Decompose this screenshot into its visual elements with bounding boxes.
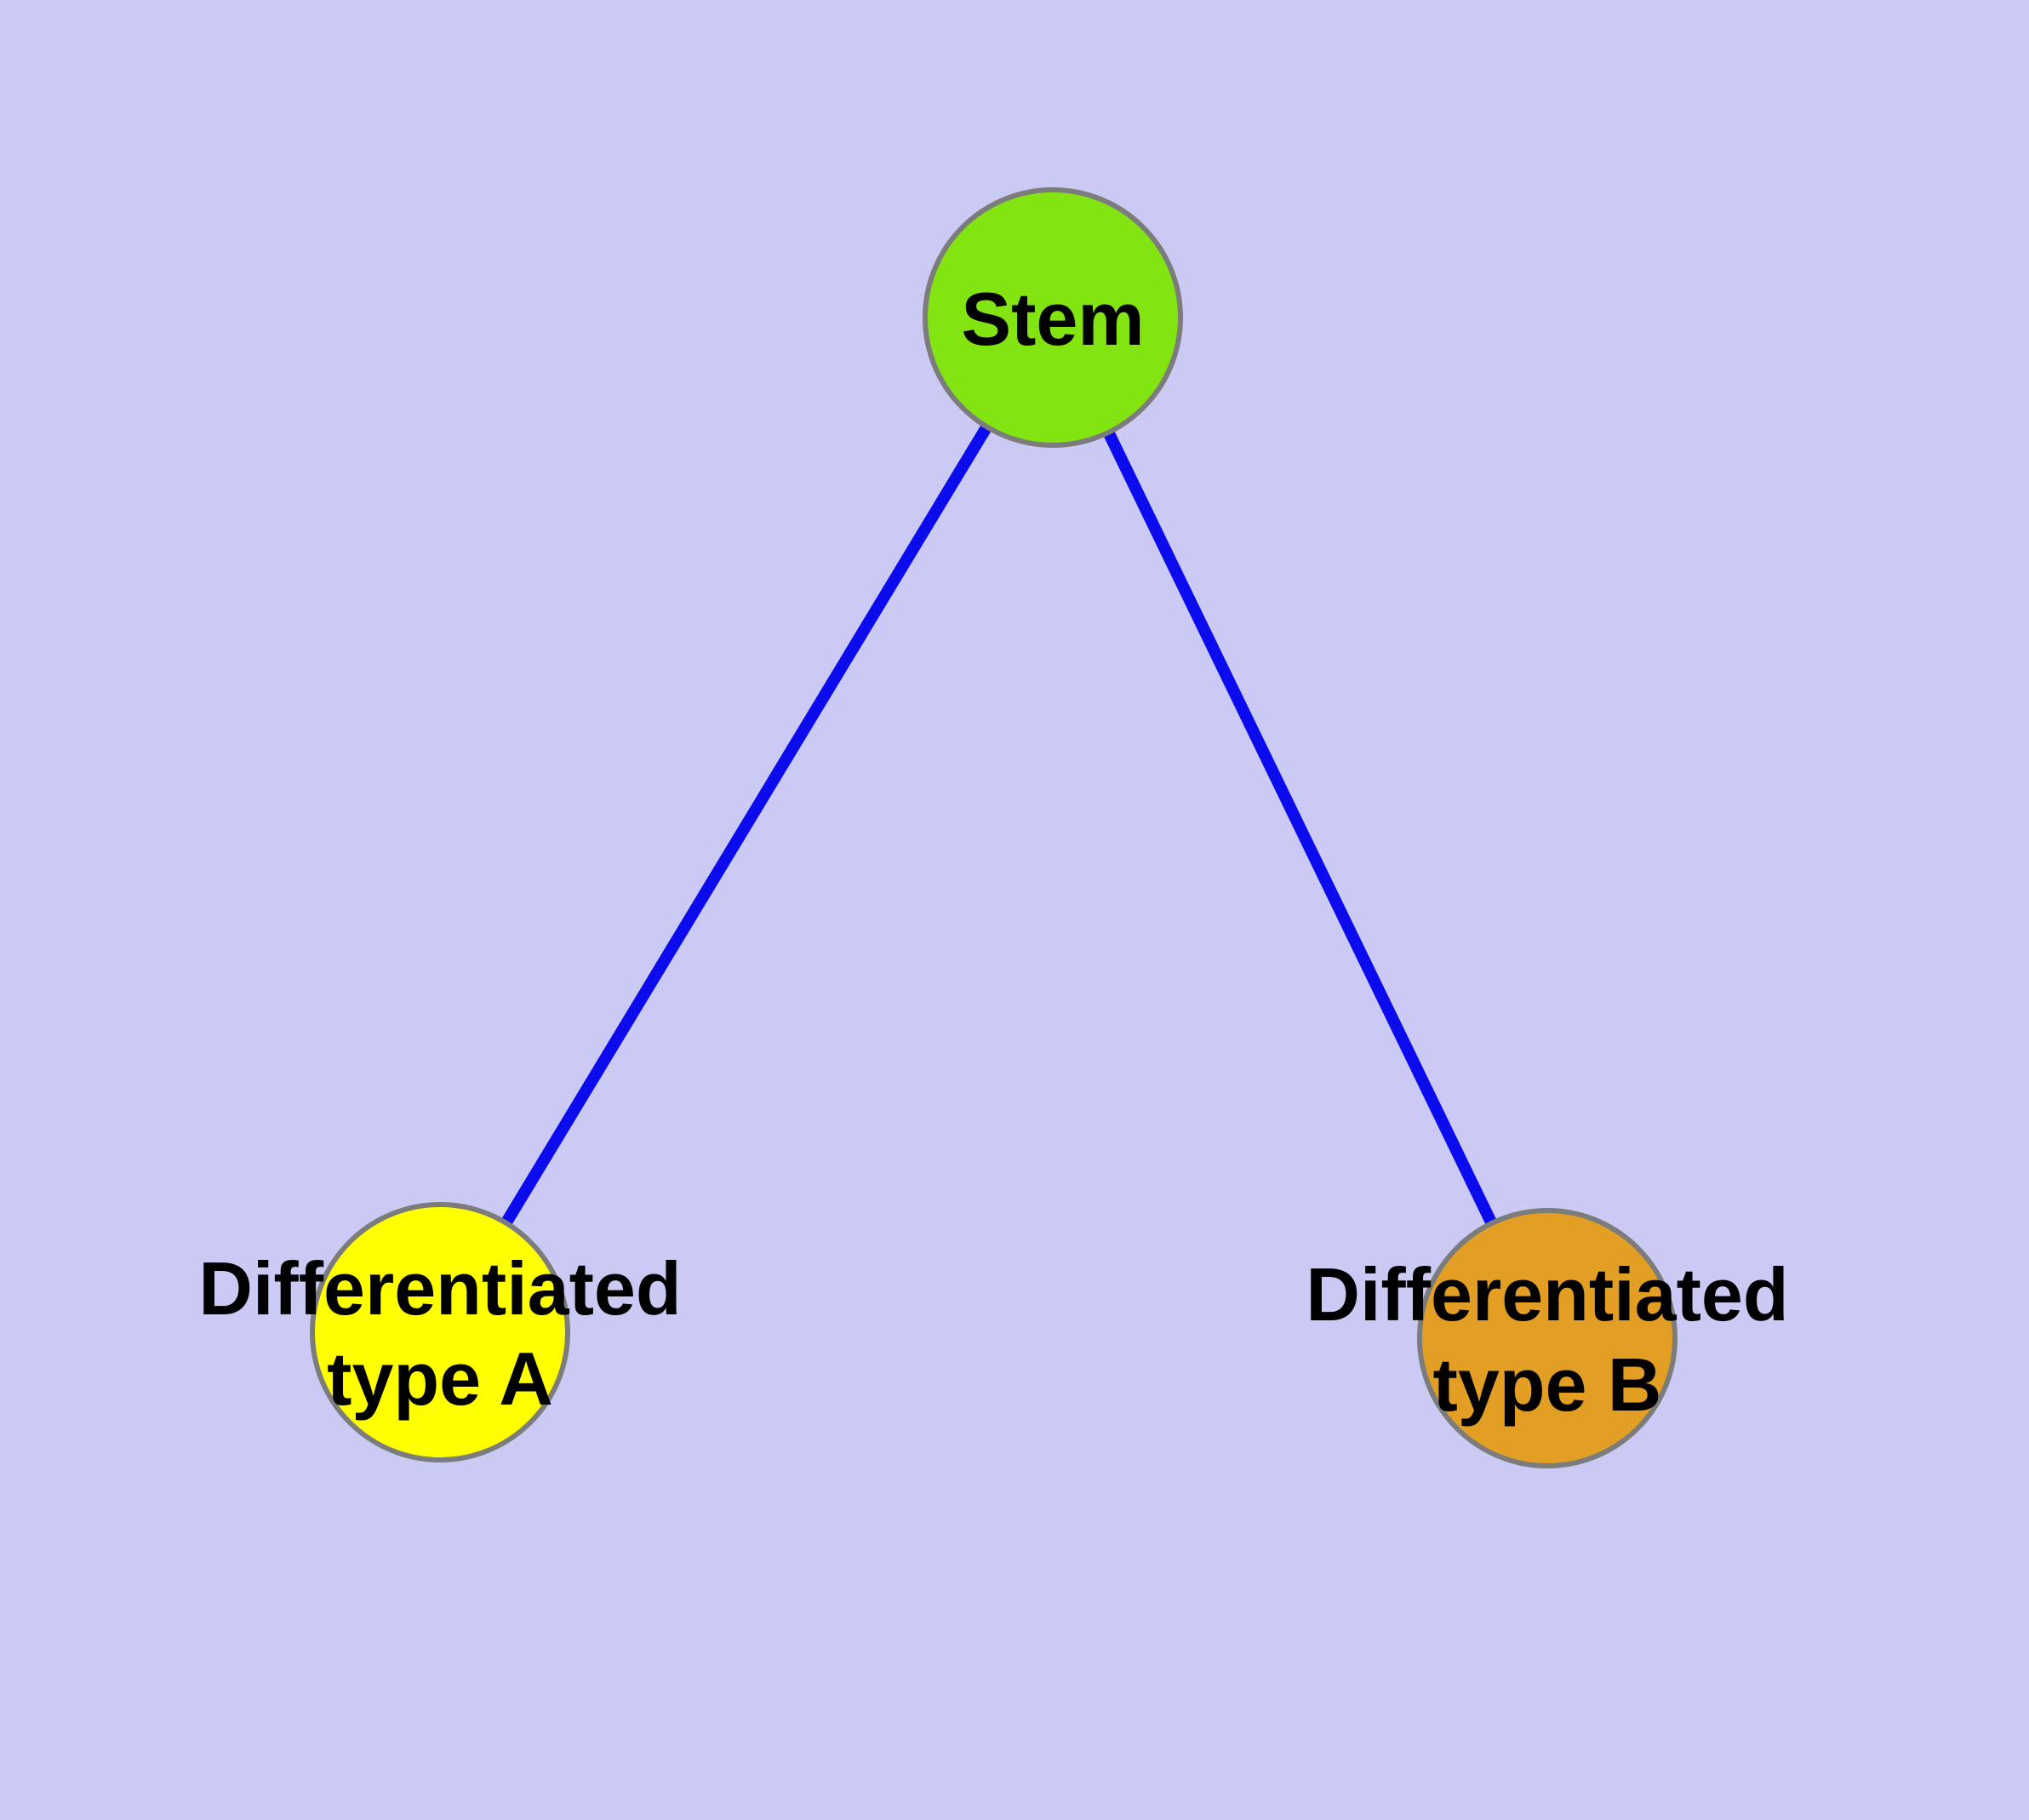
node-type-b-label-line-2: type B [1433,1342,1662,1427]
node-type-b-label-line-1: Differentiated [1306,1252,1788,1336]
edge-stem-to-type-b [1047,314,1553,1342]
node-differentiated-type-b[interactable] [1417,1208,1677,1468]
edge-stem-to-type-a [435,314,1058,1336]
node-type-a-label-line-1: Differentiated [198,1246,681,1331]
node-differentiated-type-a[interactable] [310,1202,570,1462]
node-type-a-label-line-2: type A [327,1336,553,1421]
node-stem[interactable] [923,187,1183,448]
node-stem-label: Stem [961,277,1144,361]
